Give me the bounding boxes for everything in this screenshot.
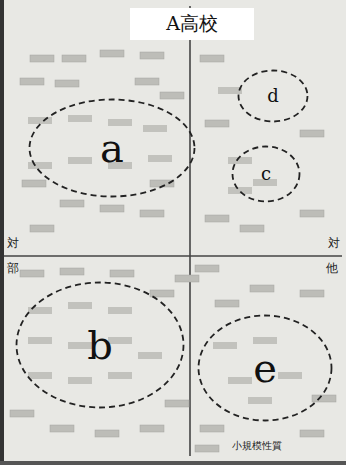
cluster-circle: b: [15, 281, 185, 409]
sticky-note: [213, 342, 237, 349]
sticky-note: [228, 377, 252, 384]
sticky-note: [108, 307, 132, 314]
sticky-notes: [10, 50, 336, 452]
sticky-note: [68, 115, 92, 122]
sticky-note: [228, 187, 252, 194]
sticky-note: [108, 119, 132, 126]
axis-label: 小規模性質: [232, 440, 282, 451]
sticky-note: [138, 352, 162, 359]
cluster-letter: a: [100, 128, 124, 168]
cluster-circle: c: [231, 145, 301, 203]
cluster-letter: d: [267, 87, 279, 105]
cluster-letter: e: [253, 348, 277, 388]
axis-label: 他: [326, 262, 338, 275]
axis-label: 部: [7, 262, 19, 275]
sticky-note: [228, 157, 252, 164]
sticky-note: [253, 337, 277, 344]
title-box: A高校: [130, 8, 254, 40]
sticky-note: [28, 337, 52, 344]
cluster-letter: c: [261, 165, 271, 183]
cluster-circle: e: [197, 314, 333, 422]
vertical-axis: [189, 6, 191, 456]
sticky-note: [248, 397, 272, 404]
horizontal-axis: [4, 255, 342, 257]
axis-label: 対: [328, 237, 340, 250]
axis-label: 対: [7, 237, 19, 250]
sticky-note: [143, 125, 167, 132]
sticky-note: [68, 377, 92, 384]
sticky-note: [28, 117, 52, 124]
cluster-circle: a: [28, 98, 196, 198]
sticky-note: [278, 372, 302, 379]
sticky-note: [68, 157, 92, 164]
sticky-note: [218, 87, 242, 94]
sticky-note: [28, 372, 52, 379]
cluster-letter: b: [87, 325, 113, 365]
sticky-note: [28, 162, 52, 169]
photo-edge: [0, 461, 346, 465]
sticky-note: [68, 302, 92, 309]
sticky-note: [108, 372, 132, 379]
photo-edge: [0, 0, 4, 465]
sticky-note: [148, 155, 172, 162]
cluster-circle: d: [237, 69, 309, 123]
